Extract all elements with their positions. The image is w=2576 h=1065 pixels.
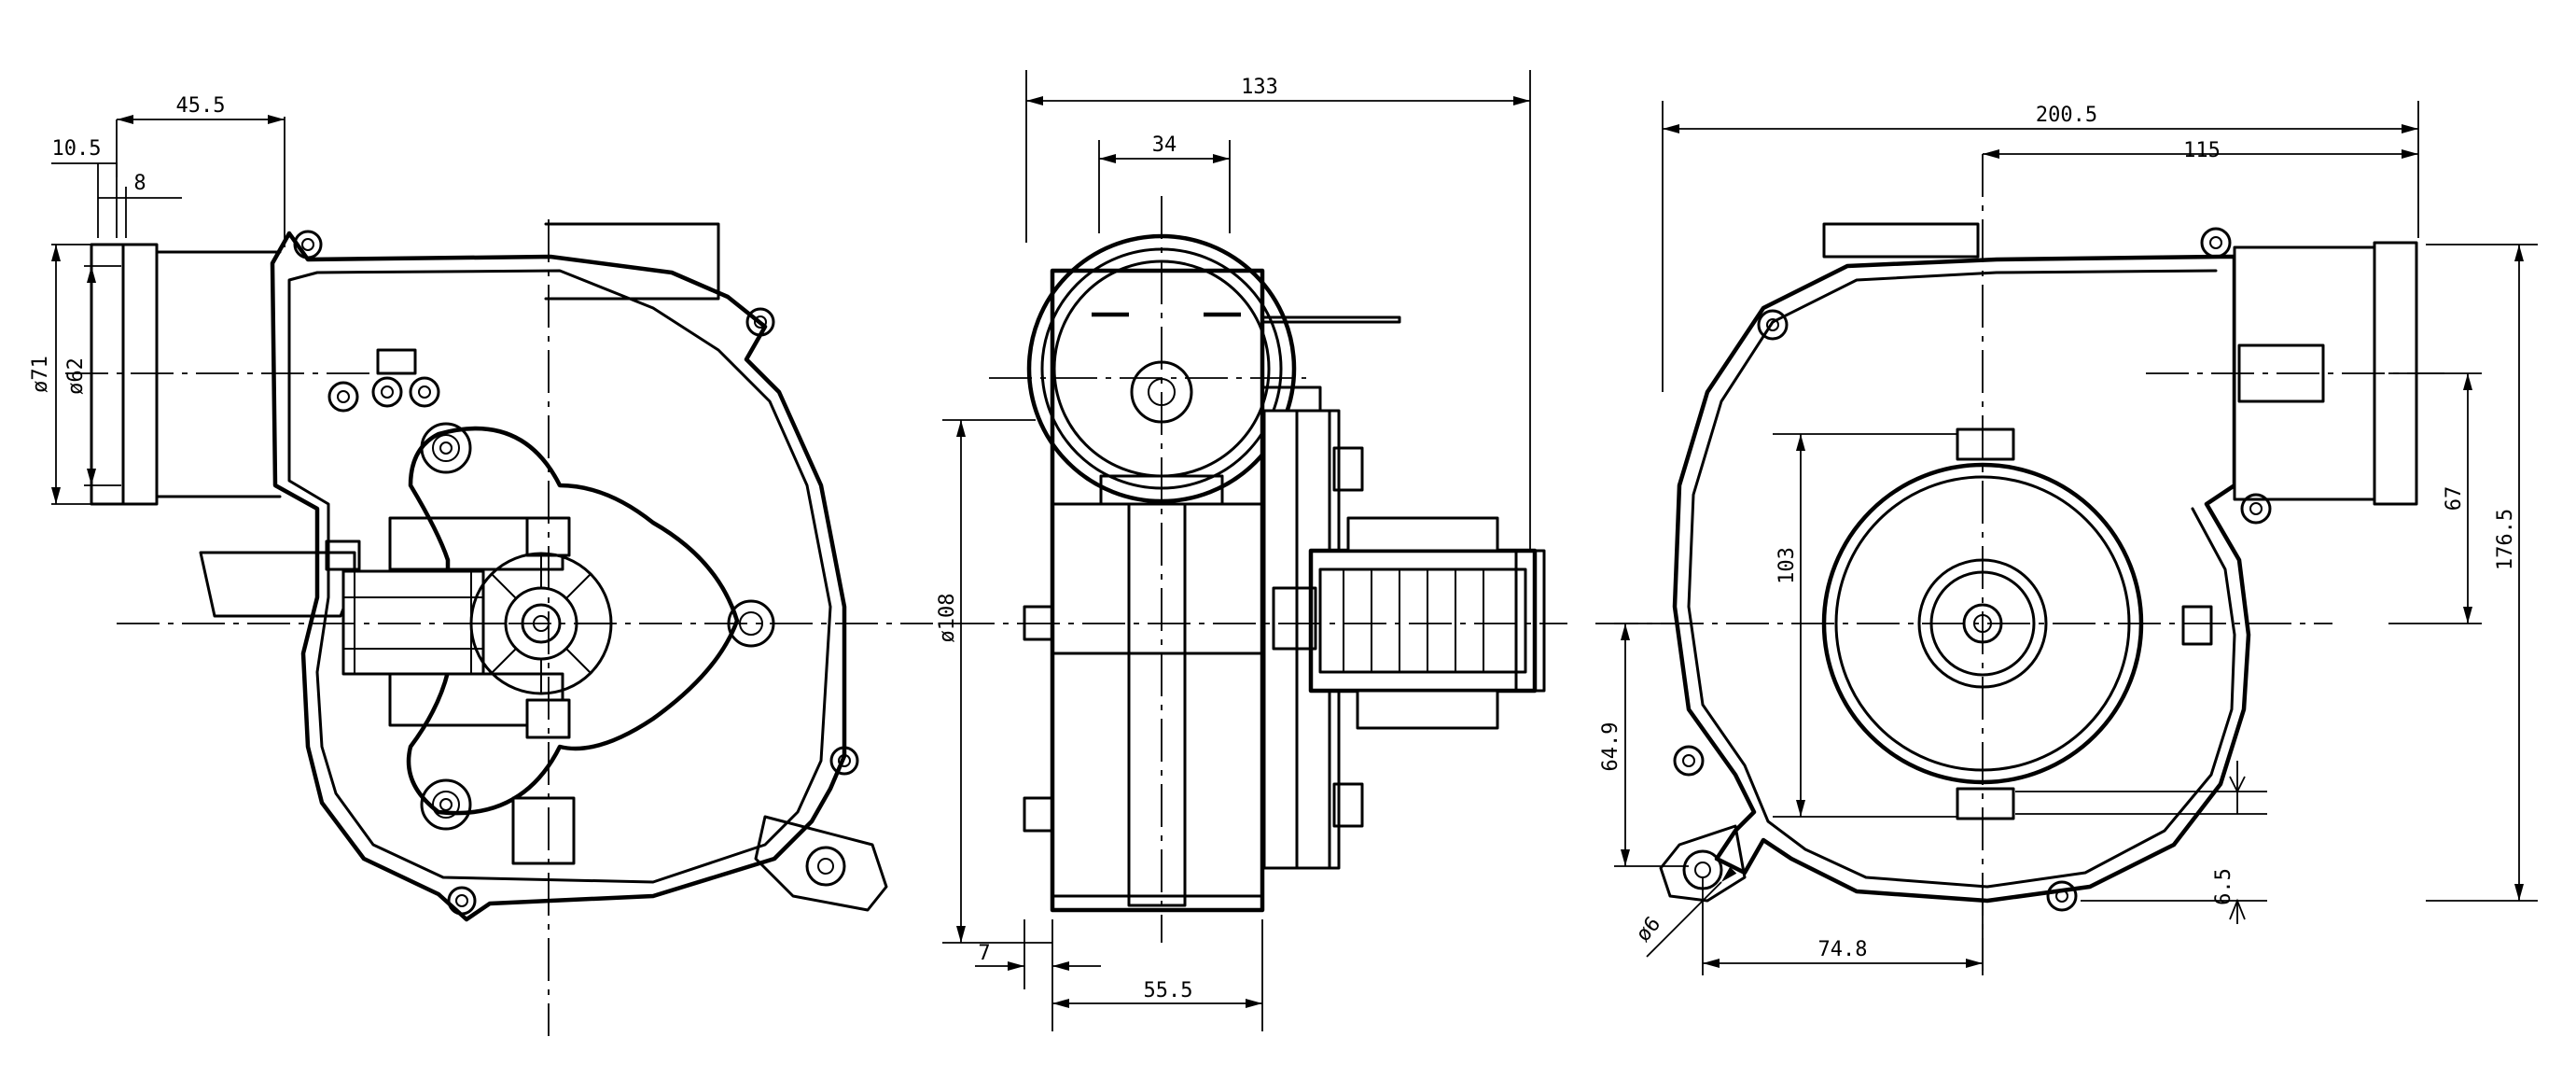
right-clip-top [1956, 427, 2015, 461]
dimension-arrowhead [1026, 96, 1043, 105]
left-screws [293, 230, 859, 916]
dimension-arrowhead [51, 487, 61, 504]
dimension-arrowhead [1052, 961, 1069, 971]
middle-top-pin [1260, 315, 1401, 324]
dimension-arrowhead [2463, 607, 2472, 624]
dimension-arrowhead [117, 115, 133, 124]
right-volute-housing [1672, 254, 2251, 904]
dimension-arrowhead [2402, 149, 2418, 159]
label-133: 133 [1241, 76, 1278, 99]
dimension-arrowhead [1099, 154, 1116, 163]
middle-housing [1050, 268, 1265, 913]
label-o6: ø6 [1632, 913, 1665, 946]
label-o62: ø62 [64, 357, 88, 395]
middle-motor-body [1308, 548, 1538, 694]
label-10-5: 10.5 [52, 137, 102, 161]
label-6-5: 6.5 [2212, 868, 2235, 905]
label-o71: ø71 [29, 356, 52, 393]
middle-terminal-top [1346, 516, 1499, 553]
middle-wheel-plate [1127, 502, 1187, 907]
dimension-arrowhead [1008, 961, 1024, 971]
dimension-arrowhead [268, 115, 285, 124]
left-volute-inner [287, 269, 832, 884]
dimension-arrowhead [1966, 959, 1983, 968]
dim-line-8 [98, 187, 182, 238]
dimension-arrowhead [2463, 373, 2472, 390]
right-screws [1673, 227, 2272, 912]
label-64-9: 64.9 [1599, 722, 1622, 772]
dimension-arrowhead [956, 420, 966, 437]
left-outlet-flange [119, 243, 159, 506]
dimension-arrowhead [1721, 866, 1737, 882]
left-stator [341, 569, 485, 676]
right-clip-bottom [1956, 787, 2015, 820]
label-176-5: 176.5 [2494, 509, 2517, 570]
right-mount-ear [1659, 824, 1747, 903]
label-200-5: 200.5 [2036, 104, 2097, 127]
label-8: 8 [133, 172, 146, 195]
dimension-arrowhead [1213, 154, 1230, 163]
dim-line-o6 [1646, 881, 1722, 958]
label-55-5: 55.5 [1144, 979, 1193, 1002]
left-bottom-connector [511, 796, 576, 865]
dimension-arrowhead [1621, 849, 1630, 866]
left-triangle-bracket [406, 426, 740, 816]
dimension-arrowhead [1052, 999, 1069, 1008]
left-volute-housing [270, 231, 847, 922]
dimension-arrowhead [51, 245, 61, 261]
dim-line-10-5 [51, 162, 118, 238]
dimension-arrowhead [2514, 884, 2524, 901]
dimension-arrowhead [1513, 96, 1530, 105]
left-outlet-tube [155, 250, 282, 498]
left-mount-foot [754, 815, 888, 912]
dimension-arrowheads [51, 96, 2524, 1008]
right-top-tab [1822, 222, 1980, 259]
label-o108: ø108 [936, 594, 959, 643]
label-45-5: 45.5 [176, 94, 226, 118]
dimension-arrowhead [1983, 149, 1999, 159]
dimension-arrowhead [1621, 624, 1630, 640]
label-103: 103 [1775, 547, 1799, 584]
label-74-8: 74.8 [1818, 938, 1868, 961]
left-impeller-blades [470, 553, 612, 694]
dimension-arrowhead [2514, 245, 2524, 261]
middle-view [952, 196, 1567, 943]
dimension-arrowhead [956, 926, 966, 943]
left-bottom-bracket [199, 551, 356, 618]
dimension-arrowhead [1796, 434, 1805, 451]
dimension-arrowhead [1796, 800, 1805, 817]
middle-terminal-bottom [1356, 689, 1499, 730]
left-view [65, 219, 933, 1036]
dimension-arrowhead [1703, 959, 1720, 968]
label-115: 115 [2183, 139, 2221, 162]
label-67: 67 [2443, 486, 2466, 511]
dimension-arrowhead [1246, 999, 1262, 1008]
dimension-arrowhead [87, 266, 96, 283]
label-7: 7 [978, 942, 990, 965]
dimension-arrowhead [2402, 124, 2418, 133]
label-34: 34 [1152, 133, 1177, 157]
dimension-arrowhead [1663, 124, 1679, 133]
right-view [1595, 154, 2444, 971]
left-outlet-lip [90, 243, 125, 506]
dimension-arrowhead [87, 469, 96, 485]
